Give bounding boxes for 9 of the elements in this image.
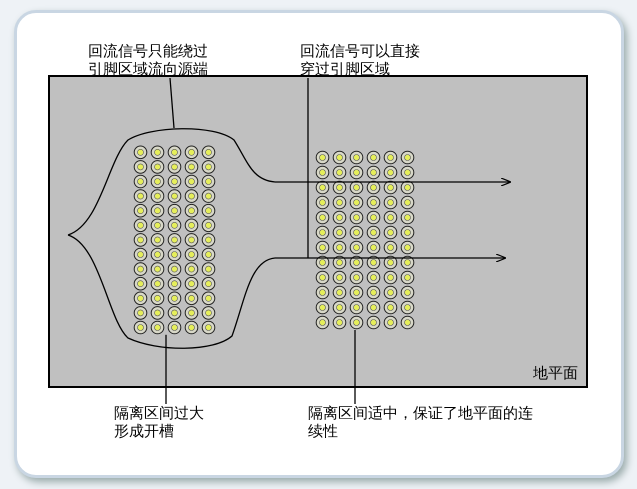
leader-line [354,330,356,404]
ground-plane [48,75,588,388]
leader-line [307,78,309,258]
leader-line [165,334,167,404]
leader-line [169,78,175,128]
plane-label: 地平面 [533,364,578,382]
callout-text: 隔离区间适中，保证了地平面的连续性 [308,404,533,440]
callout-text: 隔离区间过大形成开槽 [114,404,204,440]
callout-text: 回流信号只能绕过引脚区域流向源端 [88,42,208,78]
